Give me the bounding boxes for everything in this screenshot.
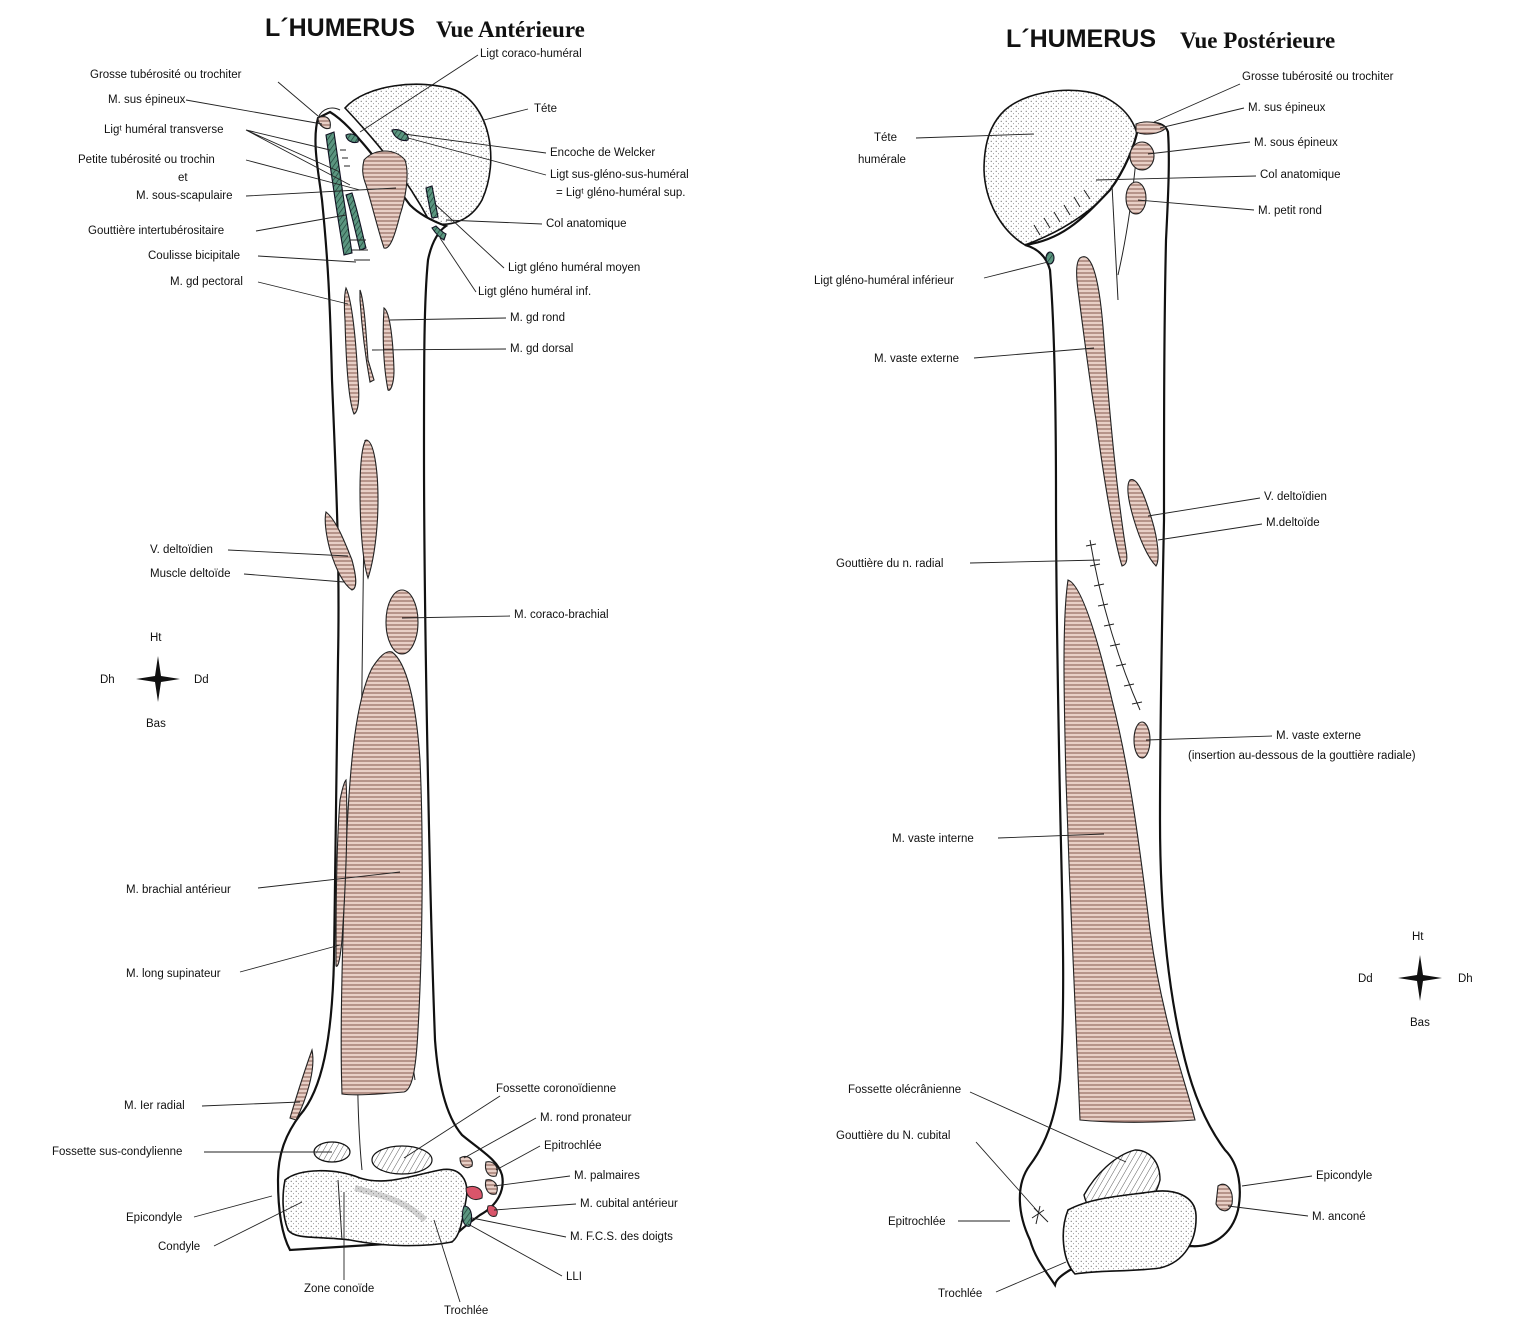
- post-compass-left: Dd: [1358, 973, 1373, 985]
- label-ier-radial: M. Ier radial: [124, 1100, 185, 1112]
- label-petite-tuberosite: Petite tubérosité ou trochin: [78, 154, 215, 166]
- label-cubital-anterieur: M. cubital antérieur: [580, 1198, 678, 1210]
- compass-left: Dh: [100, 674, 115, 686]
- label-post-v-deltoidien: V. deltoïdien: [1264, 491, 1327, 503]
- label-lig-humeral-transverse: Ligᵗ huméral transverse: [104, 124, 224, 136]
- label-coulisse-bicipitale: Coulisse bicipitale: [148, 250, 240, 262]
- label-post-fossette-olecranienne: Fossette olécrânienne: [848, 1084, 961, 1096]
- label-tete-1: Téte: [874, 132, 897, 144]
- post-compass-right: Dh: [1458, 973, 1473, 985]
- label-gd-rond: M. gd rond: [510, 312, 565, 324]
- label-sus-epineux: M. sus épineux: [108, 94, 186, 106]
- label-post-insertion-note: (insertion au-dessous de la gouttière ra…: [1188, 750, 1416, 762]
- label-fcs-doigts: M. F.C.S. des doigts: [570, 1231, 673, 1243]
- label-lli: LLI: [566, 1271, 582, 1283]
- label-gd-dorsal: M. gd dorsal: [510, 343, 573, 355]
- label-lig-gleno-moyen: Ligt gléno huméral moyen: [508, 262, 640, 274]
- posterior-title: L´HUMERUS: [1006, 25, 1156, 53]
- label-encoche-welcker: Encoche de Welcker: [550, 147, 655, 159]
- label-brachial-anterieur: M. brachial antérieur: [126, 884, 231, 896]
- label-lig-gleno-inf: Ligt gléno huméral inf.: [478, 286, 591, 298]
- label-fossette-coronoidienne: Fossette coronoïdienne: [496, 1083, 616, 1095]
- label-epitrochlee: Epitrochlée: [544, 1140, 602, 1152]
- label-lig-sus-gleno: Ligt sus-gléno-sus-huméral: [550, 169, 689, 181]
- label-post-ancone: M. anconé: [1312, 1211, 1366, 1223]
- compass-top: Ht: [150, 632, 162, 644]
- label-zone-conoide: Zone conoïde: [304, 1283, 374, 1295]
- label-grosse-tuberosite: Grosse tubérosité ou trochiter: [90, 69, 242, 81]
- label-post-vaste-externe: M. vaste externe: [874, 353, 959, 365]
- posterior-labels: Téte humérale Grosse tubérosité ou troch…: [814, 71, 1473, 1300]
- label-post-lig-gleno-inferieur: Ligt gléno-huméral inférieur: [814, 275, 954, 287]
- label-post-deltoide: M.deltoïde: [1266, 517, 1320, 529]
- posterior-subtitle: Vue Postérieure: [1180, 28, 1335, 53]
- post-compass-top: Ht: [1412, 931, 1424, 943]
- label-epicondyle: Epicondyle: [126, 1212, 182, 1224]
- anterior-title: L´HUMERUS: [265, 14, 415, 42]
- label-post-col-anatomique: Col anatomique: [1260, 169, 1341, 181]
- label-tete: Téte: [534, 103, 557, 115]
- label-condyle: Condyle: [158, 1241, 200, 1253]
- label-post-vaste-externe-2: M. vaste externe: [1276, 730, 1361, 742]
- label-post-gouttiere-radial: Gouttière du n. radial: [836, 558, 943, 570]
- anterior-labels: Grosse tubérosité ou trochiter M. sus ép…: [52, 48, 689, 1317]
- label-post-vaste-interne: M. vaste interne: [892, 833, 974, 845]
- compass-bottom: Bas: [146, 718, 166, 730]
- label-trochlee: Trochlée: [444, 1305, 488, 1317]
- anterior-subtitle: Vue Antérieure: [436, 17, 585, 42]
- label-lig-gleno-sup: = Ligᵗ gléno-huméral sup.: [556, 187, 685, 199]
- label-lig-coraco-humeral: Ligt coraco-huméral: [480, 48, 582, 60]
- label-long-supinateur: M. long supinateur: [126, 968, 221, 980]
- label-et: et: [178, 172, 188, 184]
- label-palmaires: M. palmaires: [574, 1170, 640, 1182]
- label-post-sus-epineux: M. sus épineux: [1248, 102, 1326, 114]
- label-post-petit-rond: M. petit rond: [1258, 205, 1322, 217]
- posterior-humerus-drawing: [983, 89, 1241, 1288]
- label-post-trochlee: Trochlée: [938, 1288, 982, 1300]
- anterior-compass: Ht Dh Dd Bas: [100, 632, 209, 730]
- label-fossette-sus-condylienne: Fossette sus-condylienne: [52, 1146, 182, 1158]
- label-post-sous-epineux: M. sous épineux: [1254, 137, 1338, 149]
- label-v-deltoidien: V. deltoïdien: [150, 544, 213, 556]
- label-post-epitrochlee: Epitrochlée: [888, 1216, 946, 1228]
- label-tete-2: humérale: [858, 154, 906, 166]
- label-post-grosse-tuberosite: Grosse tubérosité ou trochiter: [1242, 71, 1394, 83]
- label-post-epicondyle: Epicondyle: [1316, 1170, 1372, 1182]
- post-compass-bottom: Bas: [1410, 1017, 1430, 1029]
- label-gouttiere-intertuberositaire: Gouttière intertubérositaire: [88, 225, 224, 237]
- posterior-compass: Ht Dd Dh Bas: [1358, 931, 1473, 1029]
- label-gd-pectoral: M. gd pectoral: [170, 276, 243, 288]
- label-muscle-deltoide: Muscle deltoïde: [150, 568, 231, 580]
- label-post-gouttiere-cubital: Gouttière du N. cubital: [836, 1130, 950, 1142]
- label-coraco-brachial: M. coraco-brachial: [514, 609, 609, 621]
- label-sous-scapulaire: M. sous-scapulaire: [136, 190, 233, 202]
- label-rond-pronateur: M. rond pronateur: [540, 1112, 632, 1124]
- label-col-anatomique: Col anatomique: [546, 218, 627, 230]
- compass-right: Dd: [194, 674, 209, 686]
- anterior-humerus-drawing: [276, 83, 504, 1252]
